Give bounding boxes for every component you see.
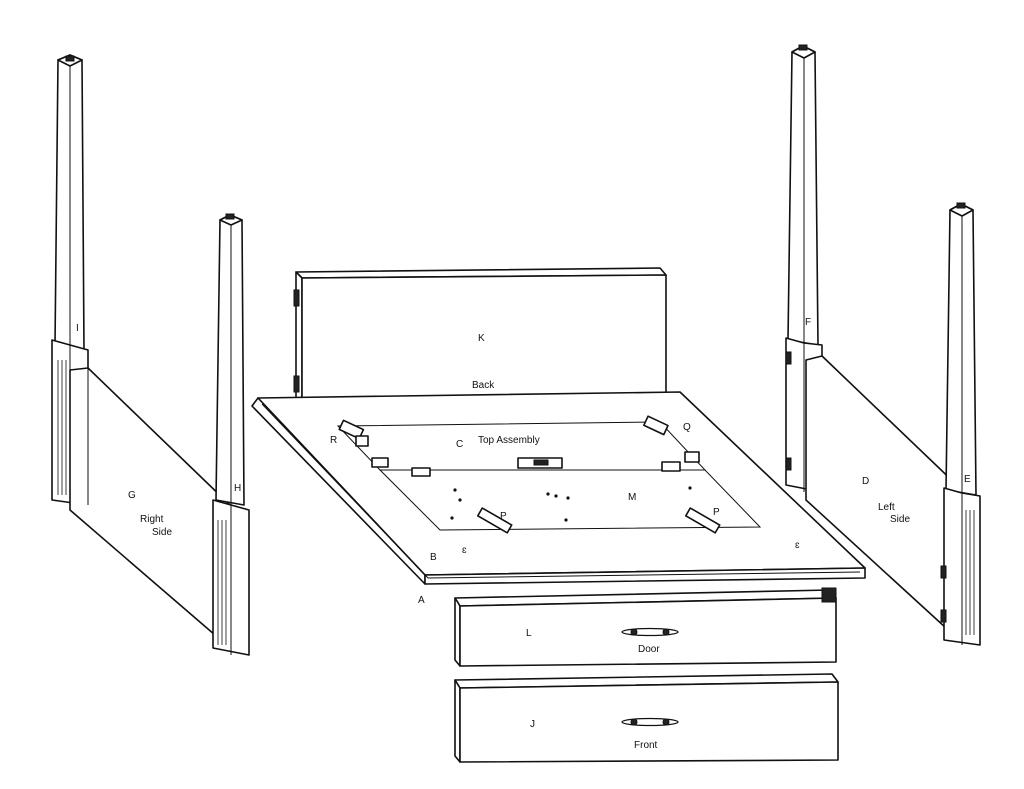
post-e (940, 202, 981, 646)
label-a: A (418, 595, 425, 606)
label-right-side-line1: Right (140, 514, 164, 525)
label-b: B (430, 552, 437, 563)
label-front: Front (634, 740, 658, 751)
svg-text:ɛ: ɛ (795, 540, 800, 551)
label-m: M (628, 492, 636, 503)
label-top-assembly: Top Assembly (478, 435, 540, 446)
svg-text:ɛ: ɛ (462, 545, 467, 556)
label-h: H (234, 483, 241, 494)
label-back: Back (472, 380, 495, 391)
label-k: K (478, 333, 485, 344)
label-l: L (526, 628, 532, 639)
label-left-side-line1: Left (878, 502, 895, 513)
label-left-side-line2: Side (890, 514, 910, 525)
label-r: R (330, 435, 337, 446)
door-handle-icon (621, 627, 679, 637)
label-c: C (456, 439, 463, 450)
label-j: J (530, 719, 535, 730)
label-e: E (964, 474, 971, 485)
label-g: G (128, 490, 136, 501)
label-f: F (805, 317, 811, 328)
door-panel-l: L Door (454, 587, 837, 667)
panel-g (69, 367, 231, 636)
top-assembly: ɛ ɛ R C Top Assembly Q M P P B A (251, 391, 866, 606)
back-panel-k: K Back (293, 267, 667, 413)
front-panel-j: J Front (454, 673, 839, 763)
label-right-side-line2: Side (152, 527, 172, 538)
front-handle-icon (621, 717, 679, 727)
label-door: Door (638, 644, 660, 655)
left-side-assembly: F D Left Side E (785, 44, 981, 646)
panel-d (805, 355, 963, 629)
label-d: D (862, 476, 869, 487)
label-q: Q (683, 422, 691, 433)
label-p-right: P (713, 507, 720, 518)
label-i: I (76, 323, 79, 334)
post-h (212, 213, 250, 656)
label-p-left: P (500, 511, 507, 522)
right-side-assembly: I H G Right Side (51, 54, 250, 656)
